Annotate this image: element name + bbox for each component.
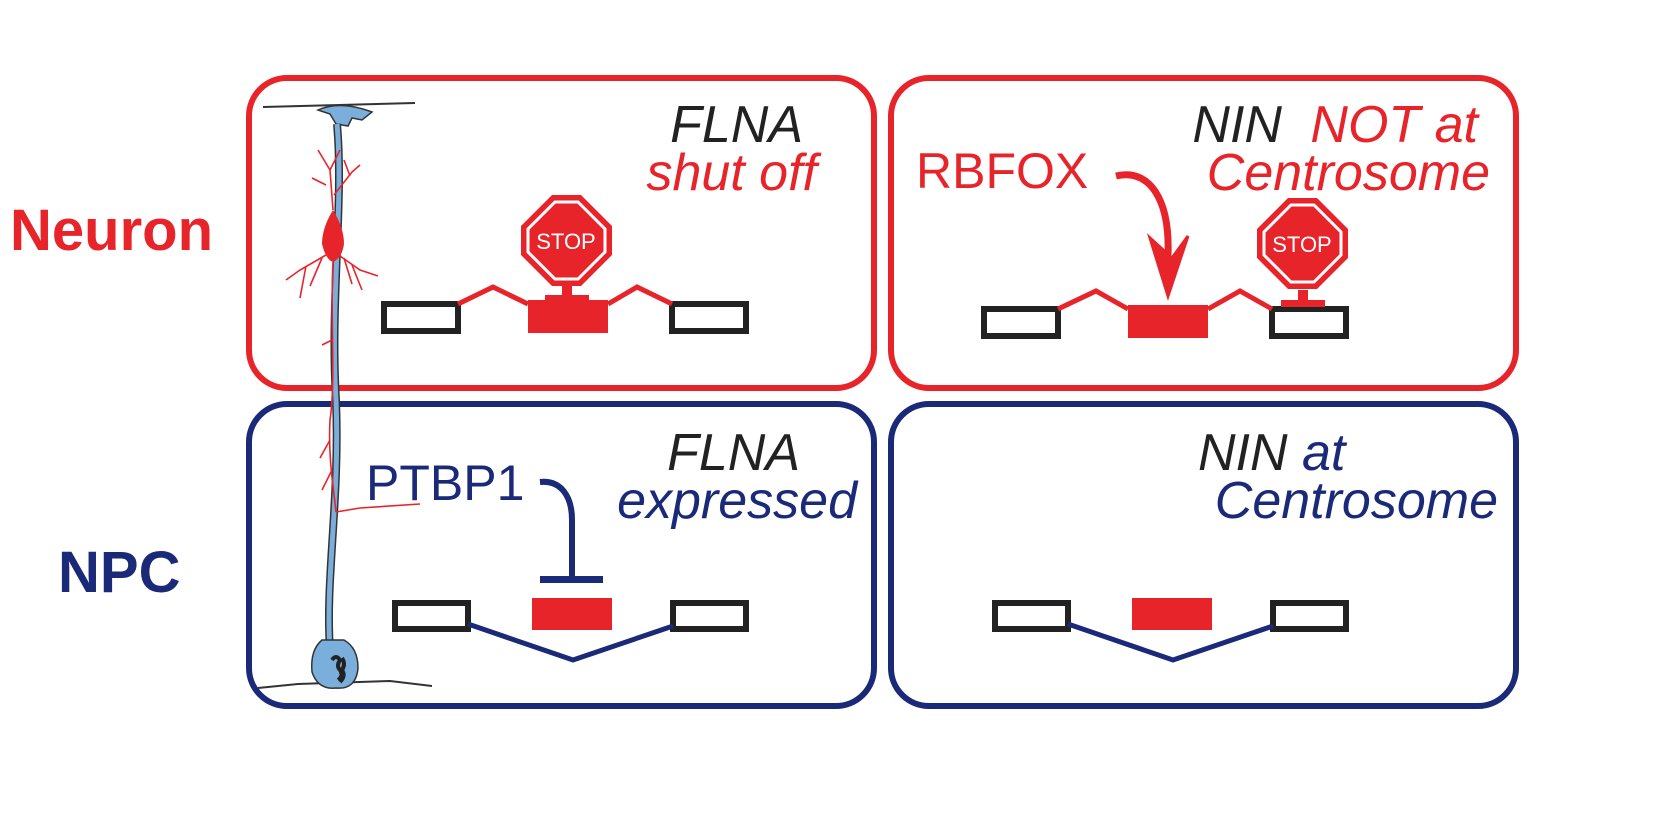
nin-status-centrosome: Centrosome <box>1207 144 1490 202</box>
stop-sign-icon <box>521 195 612 286</box>
exon-downstream <box>670 600 749 632</box>
neuron-illustration <box>257 102 433 689</box>
nin-status-centrosome: Centrosome <box>1215 472 1498 530</box>
splice-junction-right <box>606 284 674 307</box>
radial-glia-endfoot <box>315 104 374 127</box>
panel-npc-nin: Centrosome <box>992 472 1498 663</box>
neuron-soma <box>322 210 344 262</box>
exon-downstream <box>1270 600 1349 632</box>
flna-title: FLNA <box>667 424 800 482</box>
ptbp1-label: PTBP1 <box>366 455 524 511</box>
nin-status-not-at: NOT at <box>1310 96 1480 154</box>
exon-upstream <box>381 301 461 334</box>
exon-downstream <box>669 301 749 334</box>
skipping-junction <box>1067 621 1274 663</box>
exon-alternative-included <box>1128 305 1208 338</box>
panel-npc-flna-frame <box>246 401 877 709</box>
flna-status-shut-off: shut off <box>646 144 821 202</box>
stop-sign-post <box>562 285 572 302</box>
rbfox-label: RBFOX <box>916 143 1088 199</box>
exon-alternative-included <box>528 300 608 333</box>
chromosomes <box>330 655 346 684</box>
nin-title: NIN <box>1192 96 1282 154</box>
exon-upstream <box>992 600 1071 632</box>
exon-alternative-skipped <box>532 598 612 630</box>
exon-upstream <box>392 600 471 632</box>
stop-sign-base <box>1281 300 1325 307</box>
panel-neuron-flna-frame <box>246 75 877 391</box>
svg-text:NIN at: NIN at <box>1198 424 1348 482</box>
radial-glia-fiber <box>326 123 342 651</box>
flna-title: FLNA <box>670 96 803 154</box>
npc-nin-title: NIN <box>1198 424 1288 482</box>
exon-downstream <box>1269 306 1349 339</box>
panel-npc-nin-frame <box>888 401 1519 709</box>
row-label-neuron: Neuron <box>10 198 213 263</box>
stop-sign-label: STOP <box>1272 232 1332 257</box>
splice-junction-right <box>1206 288 1274 312</box>
stop-sign-icon <box>1257 198 1348 289</box>
skipping-junction <box>467 621 674 663</box>
stop-sign-label: STOP <box>536 229 596 254</box>
row-label-npc: NPC <box>58 540 180 605</box>
splice-junction-left <box>1056 288 1130 312</box>
npc-nin-status-at: at <box>1288 424 1348 482</box>
inhibition-bar-icon <box>540 576 603 583</box>
stop-sign-post <box>1298 290 1308 307</box>
panel-neuron-nin-frame <box>888 75 1519 391</box>
svg-text:NIN NOT at: NIN NOT at <box>1192 96 1480 154</box>
flna-status-expressed: expressed <box>617 472 859 530</box>
panel-npc-flna: FLNA expressed PTBP1 <box>366 424 859 663</box>
exon-upstream <box>981 306 1061 339</box>
arrowhead-icon <box>1146 233 1190 301</box>
stop-sign-base <box>545 295 589 302</box>
rbfox-activation-arrow <box>1115 171 1172 256</box>
exon-alternative-skipped <box>1132 598 1212 630</box>
ptbp1-inhibition-line <box>539 478 575 578</box>
radial-glia-soma <box>310 639 359 689</box>
panel-neuron-flna: FLNA shut off STOP <box>381 96 822 334</box>
splice-junction-left <box>456 284 530 307</box>
panel-neuron-nin: NIN NOT at Centrosome RBFOX STOP <box>916 96 1490 339</box>
